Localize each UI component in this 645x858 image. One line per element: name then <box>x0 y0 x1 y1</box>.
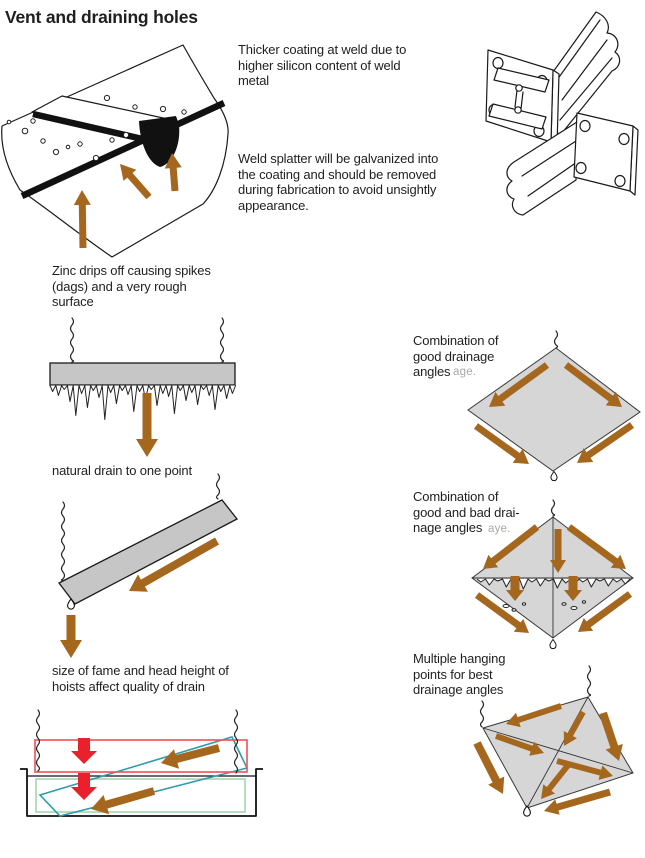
note-line: natural drain to one point <box>52 463 192 478</box>
zinc-drips-note: Zinc drips off causing spikes (dags) and… <box>52 263 211 310</box>
drain-direction-arrow <box>474 592 529 633</box>
natural-drain-diagram <box>58 473 238 658</box>
note-line: nage angles <box>413 520 483 535</box>
vent-hole <box>515 84 523 92</box>
note-line: the coating and should be removed <box>238 166 437 182</box>
drain-direction-arrow <box>550 529 566 573</box>
dip-tank-diagram <box>20 709 263 817</box>
note-line: hoists affect quality of drain <box>52 678 205 694</box>
drain-direction-arrow <box>474 423 529 464</box>
drain-direction-arrow <box>129 537 219 592</box>
weld-splatter-dots <box>6 94 187 162</box>
drain-direction-arrow <box>506 576 524 601</box>
zinc-droplet <box>523 805 531 817</box>
drain-direction-arrow <box>495 733 544 756</box>
note-line: Zinc drips off causing spikes <box>52 263 211 278</box>
drain-direction-arrow <box>91 787 156 815</box>
zinc-drip-spikes <box>49 385 237 420</box>
note-line: size of fame and head height of <box>52 663 229 678</box>
weld-coating-diagram <box>1 44 229 258</box>
drain-direction-arrow <box>556 758 613 780</box>
drain-direction-arrow <box>73 190 91 249</box>
drain-direction-arrow <box>541 762 572 799</box>
note-line: good and bad drai- <box>413 504 520 520</box>
vent-hole <box>514 106 522 114</box>
note-line: Weld splatter will be galvanized into <box>238 151 439 166</box>
note-line: during fabrication to avoid unsightly <box>238 182 437 197</box>
note-line: surface <box>52 294 94 309</box>
zinc-droplet <box>550 470 558 482</box>
lowering-direction-arrow <box>71 738 97 764</box>
drain-direction-arrow <box>544 788 611 815</box>
good-angles-note: Combination of good drainage angles <box>413 333 498 380</box>
drain-direction-arrow <box>60 615 82 658</box>
drain-direction-arrow <box>161 744 220 769</box>
note-line: Combination of <box>413 489 499 504</box>
natural-drain-note: natural drain to one point <box>52 463 192 479</box>
frame-position-outline <box>34 739 248 773</box>
hanging-wire <box>35 709 41 772</box>
drain-direction-arrow <box>563 362 622 407</box>
zinc-spatter-blobs <box>502 600 587 612</box>
note-line: higher silicon content of weld <box>238 57 401 73</box>
drain-direction-arrow <box>506 703 562 728</box>
note-line: good drainage <box>413 348 495 364</box>
beam-end-plates-diagram <box>485 11 639 216</box>
good-drainage-diamond <box>467 330 641 482</box>
zinc-dags-diagram <box>49 317 237 457</box>
note-line: Combination of <box>413 333 499 348</box>
hanging-wire <box>219 317 225 363</box>
drain-direction-arrow <box>578 591 633 632</box>
drain-direction-arrow <box>599 711 623 761</box>
drain-direction-arrow <box>483 524 540 569</box>
weld-splatter-note: Weld splatter will be galvanized into th… <box>238 151 438 213</box>
note-line: metal <box>238 73 270 88</box>
drain-direction-arrow <box>566 524 626 569</box>
drain-direction-arrow <box>564 576 582 601</box>
drain-direction-arrow <box>473 741 505 794</box>
note-line: Multiple hanging <box>413 651 506 666</box>
submerged-position-outline <box>35 778 246 813</box>
multi-hanging-note: Multiple hanging points for best drainag… <box>413 651 505 698</box>
drain-direction-arrow <box>489 362 550 407</box>
zinc-droplet <box>67 598 75 610</box>
zinc-droplet <box>549 638 557 650</box>
hanging-wire <box>586 665 592 697</box>
drain-direction-arrow <box>136 393 158 457</box>
hanging-wire <box>233 709 239 774</box>
drain-direction-arrow <box>164 153 182 192</box>
note-line: points for best <box>413 666 493 682</box>
good-bad-drainage-diamond <box>471 499 634 650</box>
page-title: Vent and draining holes <box>5 7 198 27</box>
hanging-wire <box>550 499 556 517</box>
drain-direction-arrow <box>563 710 586 746</box>
note-line: appearance. <box>238 197 309 213</box>
lowering-direction-arrow <box>71 773 97 800</box>
good-bad-angles-note: Combination of good and bad drai- nage a… <box>413 489 520 536</box>
hanging-wire <box>479 700 485 728</box>
ghost-print-artifact: age. <box>453 366 477 378</box>
note-line: (dags) and a very rough <box>52 278 187 294</box>
note-line: drainage angles <box>413 682 504 697</box>
drain-direction-arrow <box>120 164 152 200</box>
tilted-item-outline <box>38 736 249 817</box>
multi-hanging-points-diagram <box>473 665 634 817</box>
ghost-print-artifact: aye. <box>488 523 511 535</box>
note-line: angles <box>413 364 451 379</box>
drain-direction-arrow <box>577 422 634 463</box>
hanging-wire <box>553 330 559 349</box>
hanging-wire <box>60 501 66 582</box>
hanging-wire <box>69 317 75 363</box>
thicker-coating-note: Thicker coating at weld due to higher si… <box>238 42 406 89</box>
frame-size-note: size of fame and head height of hoists a… <box>52 663 229 694</box>
note-line: Thicker coating at weld due to <box>238 42 407 57</box>
hanging-wire <box>215 473 221 500</box>
